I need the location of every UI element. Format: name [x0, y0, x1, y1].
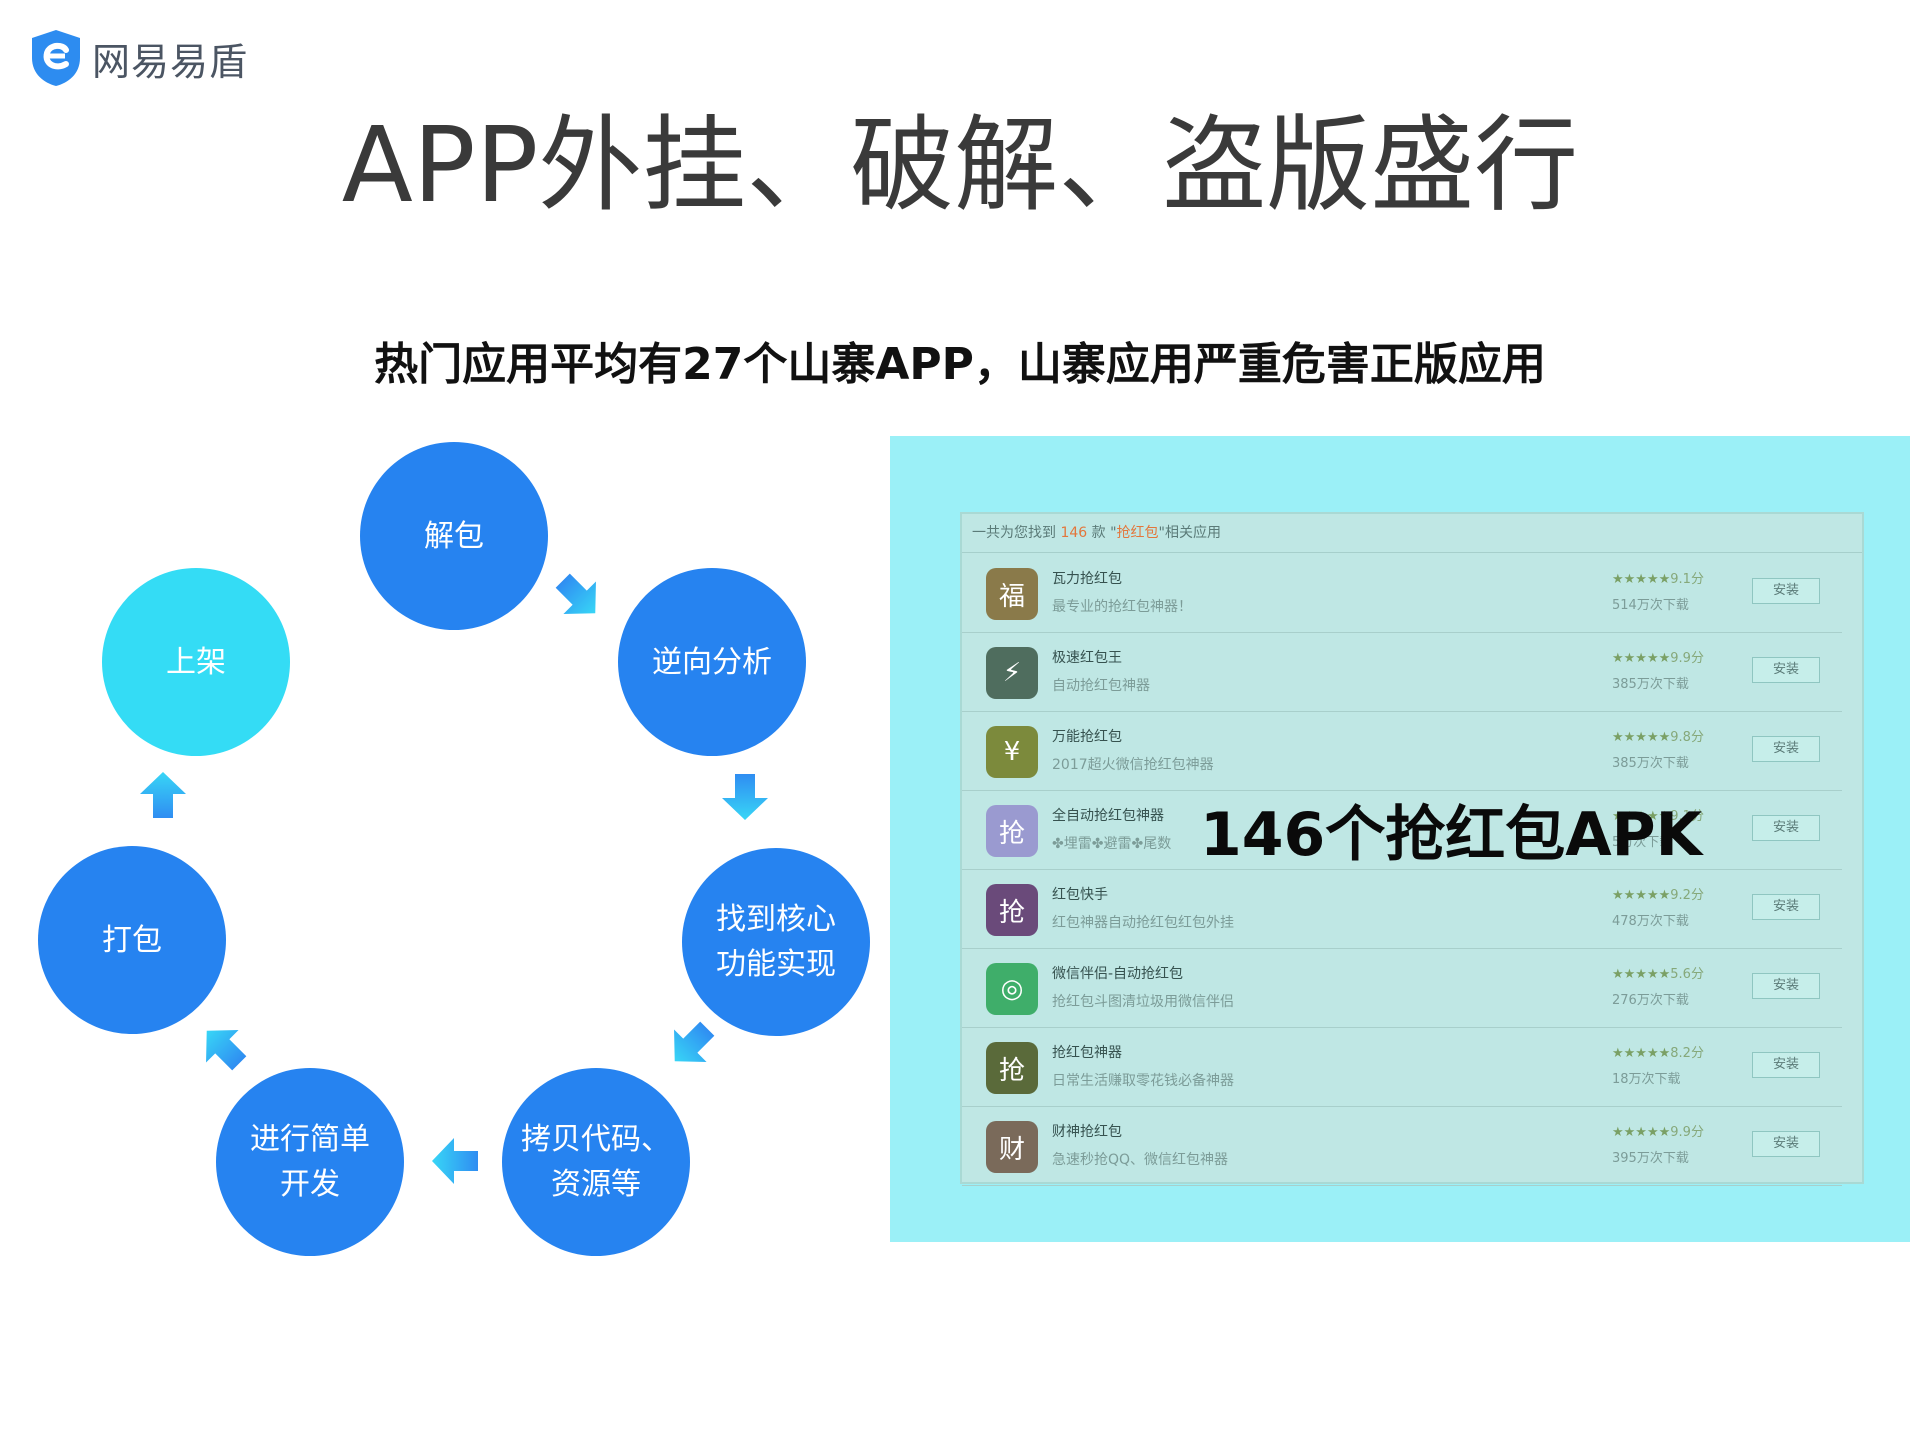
step-find-core-function: 找到核心 功能实现: [682, 848, 870, 1036]
app-downloads: 5万次下载: [1612, 835, 1673, 850]
app-score: 8.2分: [1670, 1046, 1704, 1061]
app-downloads: 385万次下载: [1612, 677, 1689, 692]
app-rating: ★★★★★9.9分: [1612, 647, 1704, 666]
app-name[interactable]: 微信伴侣-自动抢红包: [1052, 966, 1184, 982]
page-title: APP外挂、破解、盗版盛行: [341, 104, 1579, 226]
app-description: 最专业的抢红包神器！: [1052, 599, 1192, 615]
app-rating: ★★★★★9.1分: [1612, 568, 1704, 587]
app-downloads: 385万次下载: [1612, 756, 1689, 771]
app-rating: ★★★★★8.2分: [1612, 1042, 1704, 1061]
app-score: 9.8分: [1670, 730, 1704, 745]
app-name[interactable]: 全自动抢红包神器: [1052, 808, 1164, 824]
install-button[interactable]: 安装: [1752, 657, 1820, 683]
install-button[interactable]: 安装: [1752, 1052, 1820, 1078]
install-button[interactable]: 安装: [1752, 1131, 1820, 1157]
list-item[interactable]: 福瓦力抢红包最专业的抢红包神器！ ★★★★★9.1分 514万次下载 安装: [962, 554, 1842, 633]
results-header: 一共为您找到 146 款 "抢红包"相关应用: [962, 514, 1862, 553]
app-icon: 抢: [986, 805, 1038, 857]
app-description: 2017超火微信抢红包神器: [1052, 757, 1214, 773]
list-item[interactable]: 抢抢红包神器日常生活赚取零花钱必备神器 ★★★★★8.2分 18万次下载 安装: [962, 1028, 1842, 1107]
app-score: 9.2分: [1670, 888, 1704, 903]
app-icon: ◎: [986, 963, 1038, 1015]
app-store-screenshot: 一共为您找到 146 款 "抢红包"相关应用 福瓦力抢红包最专业的抢红包神器！ ★…: [890, 436, 1910, 1242]
list-item[interactable]: 财财神抢红包急速秒抢QQ、微信红包神器 ★★★★★9.9分 395万次下载 安装: [962, 1107, 1842, 1186]
netease-yidun-logo: 网易易盾: [30, 28, 248, 88]
app-icon: ⚡: [986, 647, 1038, 699]
arrow-icon: [718, 770, 772, 824]
arrow-icon: [428, 1134, 482, 1188]
install-button[interactable]: 安装: [1752, 894, 1820, 920]
step-reverse-analysis: 逆向分析: [618, 568, 806, 756]
app-name[interactable]: 抢红包神器: [1052, 1045, 1122, 1061]
star-icon: ★★★★★: [1612, 809, 1671, 824]
star-icon: ★★★★★: [1612, 1046, 1671, 1061]
app-downloads: 18万次下载: [1612, 1072, 1681, 1087]
star-icon: ★★★★★: [1612, 1125, 1671, 1140]
app-name[interactable]: 极速红包王: [1052, 650, 1122, 666]
app-rating: ★★★★★9.1分: [1612, 805, 1704, 824]
app-downloads: 514万次下载: [1612, 598, 1689, 613]
app-icon: 抢: [986, 1042, 1038, 1094]
app-name[interactable]: 财神抢红包: [1052, 1124, 1122, 1140]
app-description: 日常生活赚取零花钱必备神器: [1052, 1073, 1234, 1089]
app-name[interactable]: 瓦力抢红包: [1052, 571, 1122, 587]
install-button[interactable]: 安装: [1752, 815, 1820, 841]
star-icon: ★★★★★: [1612, 651, 1671, 666]
arrow-icon: [185, 1009, 261, 1085]
app-rating: ★★★★★9.9分: [1612, 1121, 1704, 1140]
app-score: 9.1分: [1670, 572, 1704, 587]
install-button[interactable]: 安装: [1752, 736, 1820, 762]
step-repackage: 打包: [38, 846, 226, 1034]
app-icon: ¥: [986, 726, 1038, 778]
star-icon: ★★★★★: [1612, 888, 1671, 903]
star-icon: ★★★★★: [1612, 730, 1671, 745]
arrow-icon: [541, 559, 617, 635]
overlay-caption: 146个抢红包APK: [1200, 800, 1703, 870]
app-description: 急速秒抢QQ、微信红包神器: [1052, 1152, 1229, 1168]
app-downloads: 395万次下载: [1612, 1151, 1689, 1166]
install-button[interactable]: 安装: [1752, 973, 1820, 999]
step-publish: 上架: [102, 568, 290, 756]
page-subtitle: 热门应用平均有27个山寨APP，山寨应用严重危害正版应用: [374, 339, 1546, 390]
arrow-icon: [136, 768, 190, 822]
app-name[interactable]: 万能抢红包: [1052, 729, 1122, 745]
step-simple-development: 进行简单 开发: [216, 1068, 404, 1256]
step-copy-code-resources: 拷贝代码、 资源等: [502, 1068, 690, 1256]
app-score: 9.9分: [1670, 651, 1704, 666]
star-icon: ★★★★★: [1612, 572, 1671, 587]
app-downloads: 478万次下载: [1612, 914, 1689, 929]
install-button[interactable]: 安装: [1752, 578, 1820, 604]
app-downloads: 276万次下载: [1612, 993, 1689, 1008]
list-item[interactable]: ◎ 微信伴侣-自动抢红包抢红包斗图清垃圾用微信伴侣 ★★★★★5.6分 276万次下载…: [962, 949, 1842, 1028]
app-score: 9.1分: [1670, 809, 1704, 824]
list-item[interactable]: ¥ 万能抢红包 2017超火微信抢红包神器 ★★★★★9.8分 385万次下载 安装: [962, 712, 1842, 791]
app-rating: ★★★★★9.8分: [1612, 726, 1704, 745]
app-icon: 财: [986, 1121, 1038, 1173]
app-score: 5.6分: [1670, 967, 1704, 982]
app-icon: 抢: [986, 884, 1038, 936]
arrow-icon: [653, 1007, 729, 1083]
logo-text: 网易易盾: [92, 39, 249, 84]
app-score: 9.9分: [1670, 1125, 1704, 1140]
step-unpack: 解包: [360, 442, 548, 630]
list-item[interactable]: 抢红包快手红包神器自动抢红包红包外挂 ★★★★★9.2分 478万次下载 安装: [962, 870, 1842, 949]
app-icon: 福: [986, 568, 1038, 620]
app-name[interactable]: 红包快手: [1052, 887, 1108, 903]
star-icon: ★★★★★: [1612, 967, 1671, 982]
app-description: 抢红包斗图清垃圾用微信伴侣: [1052, 994, 1234, 1010]
app-description: ✤埋雷✤避雷✤尾数: [1052, 836, 1172, 852]
search-results-list: 一共为您找到 146 款 "抢红包"相关应用 福瓦力抢红包最专业的抢红包神器！ ★…: [960, 512, 1864, 1186]
app-rating: ★★★★★5.6分: [1612, 963, 1704, 982]
app-description: 自动抢红包神器: [1052, 678, 1150, 694]
app-description: 红包神器自动抢红包红包外挂: [1052, 915, 1234, 931]
app-rating: ★★★★★9.2分: [1612, 884, 1704, 903]
list-item[interactable]: ⚡ 极速红包王自动抢红包神器 ★★★★★9.9分 385万次下载 安装: [962, 633, 1842, 712]
shield-logo-icon: [32, 30, 80, 86]
list-item[interactable]: 抢全自动抢红包神器 ✤埋雷✤避雷✤尾数 ★★★★★9.1分 5万次下载 安装: [962, 791, 1842, 870]
